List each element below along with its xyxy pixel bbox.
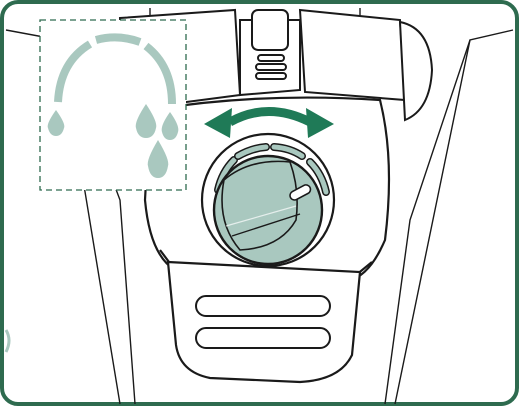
drop-icon [47,110,65,136]
double-arrow-rotate-icon [204,107,334,138]
level-segment-3-fill [271,144,305,159]
drop-icon [161,112,179,140]
grip-slots [195,295,331,349]
level-segment-4-fill [307,159,329,195]
edge-decoration [4,329,11,353]
drop-icon [147,140,169,178]
drop-icon [135,104,157,138]
humidity-inset [39,19,187,191]
grip-slot-lower [195,327,331,349]
knob-indicator [289,184,312,201]
level-segment-2-fill [235,144,269,159]
control-body [143,96,391,384]
grip-slot-upper [195,295,331,317]
humidity-level-icon [47,33,179,178]
control-knob[interactable] [212,154,324,266]
